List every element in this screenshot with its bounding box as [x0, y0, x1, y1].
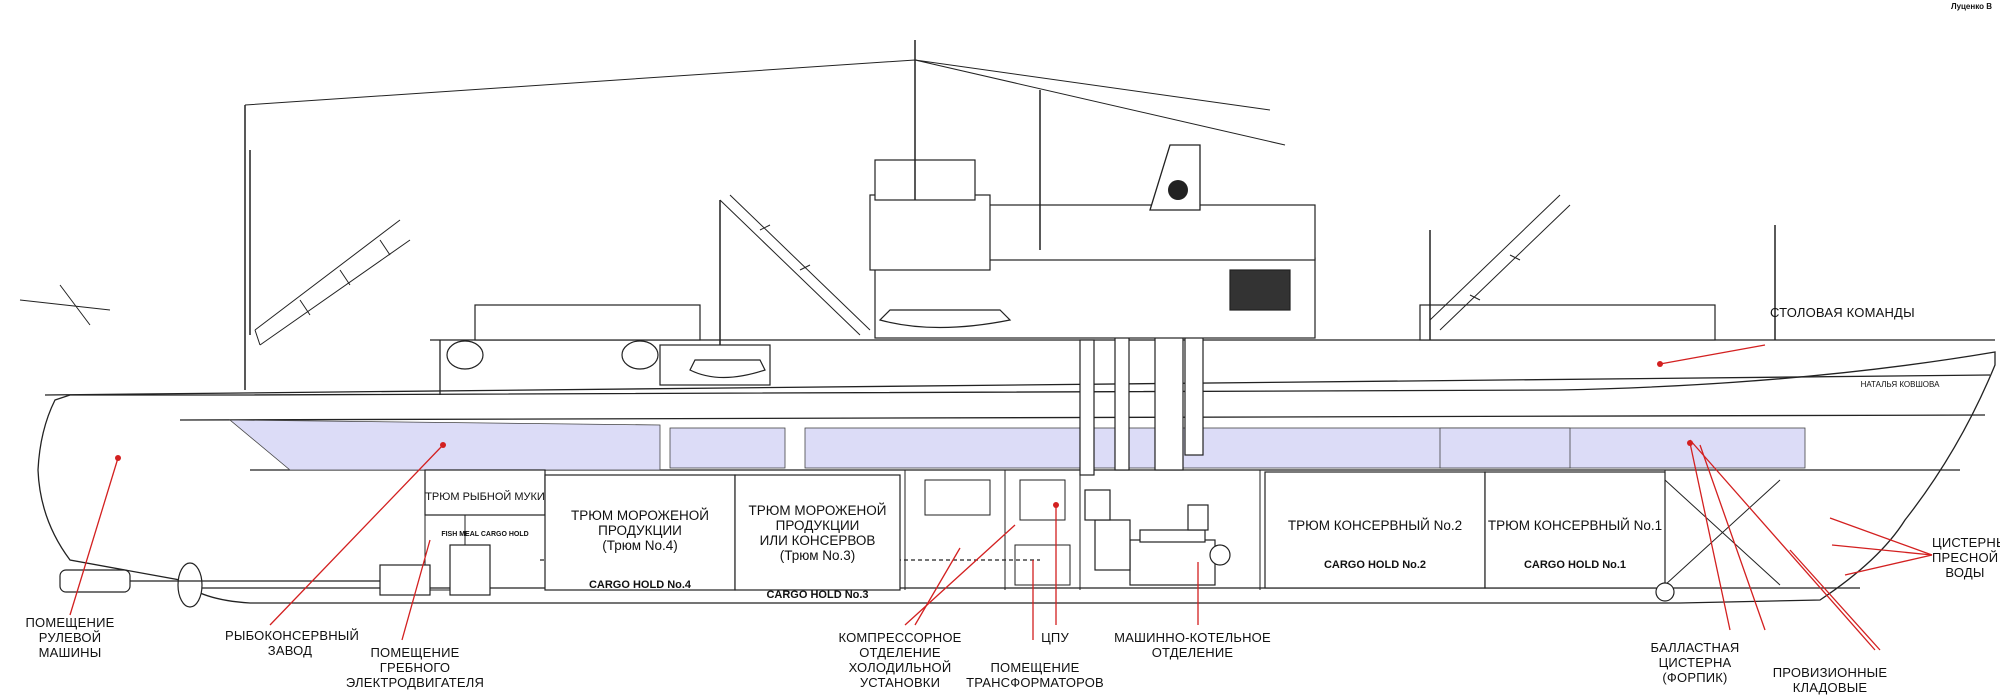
- hull-outline: [37, 339, 1996, 604]
- cargo-hold-2-label: ТРЮМ КОНСЕРВНЫЙ No.2 CARGO HOLD No.2: [1265, 500, 1485, 590]
- label-mess: СТОЛОВАЯ КОМАНДЫ: [1770, 305, 1915, 320]
- cargo-hold-2-en: CARGO HOLD No.2: [1323, 559, 1427, 571]
- fish-meal-hold-label: ТРЮМ РЫБНОЙ МУКИ FISH MEAL CARGO HOLD: [425, 473, 545, 557]
- label-steering-room: ПОМЕЩЕНИЕ РУЛЕВОЙ МАШИНЫ: [25, 615, 115, 660]
- tank-highlights: [228, 419, 1806, 471]
- cargo-hold-1-en: CARGO HOLD No.1: [1523, 559, 1627, 571]
- label-propulsion-motor: ПОМЕЩЕНИЕ ГРЕБНОГО ЭЛЕКТРОДВИГАТЕЛЯ: [345, 645, 485, 690]
- label-provisions: ПРОВИЗИОННЫЕ КЛАДОВЫЕ: [1772, 665, 1888, 695]
- ship-name-label: НАТАЛЬЯ КОВШОВА: [1860, 380, 1940, 389]
- superstructure: [474, 159, 1716, 386]
- bulkheads: [424, 470, 1781, 591]
- fish-meal-hold-ru: ТРЮМ РЫБНОЙ МУКИ: [425, 491, 545, 503]
- author-signature: Луценко В: [1950, 2, 1992, 11]
- cranes: [19, 59, 1571, 346]
- label-cannery: РЫБОКОНСЕРВНЫЙ ЗАВОД: [225, 628, 360, 658]
- funnel: [1149, 144, 1201, 211]
- cargo-hold-3-en: CARGO HOLD No.3: [766, 589, 869, 601]
- label-cpu: ЦПУ: [1041, 630, 1069, 645]
- label-compressor: КОМПРЕССОРНОЕ ОТДЕЛЕНИЕ ХОЛОДИЛЬНОЙ УСТА…: [838, 630, 962, 690]
- lifeboats: [446, 309, 1012, 379]
- engine: [1084, 489, 1231, 586]
- cargo-hold-4-ru: ТРЮМ МОРОЖЕНОЙ ПРОДУКЦИИ (Трюм No.4): [571, 508, 709, 553]
- hold-boxes: [424, 469, 1666, 591]
- cargo-hold-1-ru: ТРЮМ КОНСЕРВНЫЙ No.1: [1487, 518, 1663, 533]
- masts: [244, 40, 1776, 390]
- cargo-hold-4-label: ТРЮМ МОРОЖЕНОЙ ПРОДУКЦИИ (Трюм No.4) CAR…: [545, 490, 735, 610]
- label-engine-boiler: МАШИННО-КОТЕЛЬНОЕ ОТДЕЛЕНИЕ: [1114, 630, 1271, 660]
- cargo-hold-1-label: ТРЮМ КОНСЕРВНЫЙ No.1 CARGO HOLD No.1: [1485, 500, 1665, 590]
- cargo-hold-3-ru: ТРЮМ МОРОЖЕНОЙ ПРОДУКЦИИ ИЛИ КОНСЕРВОВ (…: [748, 503, 887, 563]
- cargo-hold-3-label: ТРЮМ МОРОЖЕНОЙ ПРОДУКЦИИ ИЛИ КОНСЕРВОВ (…: [735, 485, 900, 620]
- cargo-hold-4-en: CARGO HOLD No.4: [588, 579, 692, 591]
- label-transformers: ПОМЕЩЕНИЕ ТРАНСФОРМАТОРОВ: [966, 660, 1104, 690]
- callout-arrows: [69, 344, 1933, 651]
- anchor-icon: [1655, 582, 1675, 602]
- fish-meal-hold-en: FISH MEAL CARGO HOLD: [441, 531, 529, 538]
- label-fresh-water: ЦИСТЕРНЫ ПРЕСНОЙ ВОДЫ: [1932, 535, 2000, 580]
- cargo-hold-2-ru: ТРЮМ КОНСЕРВНЫЙ No.2: [1287, 518, 1463, 533]
- callout-markers: [115, 361, 1693, 508]
- label-ballast: БАЛЛАСТНАЯ ЦИСТЕРНА (ФОРПИК): [1650, 640, 1740, 685]
